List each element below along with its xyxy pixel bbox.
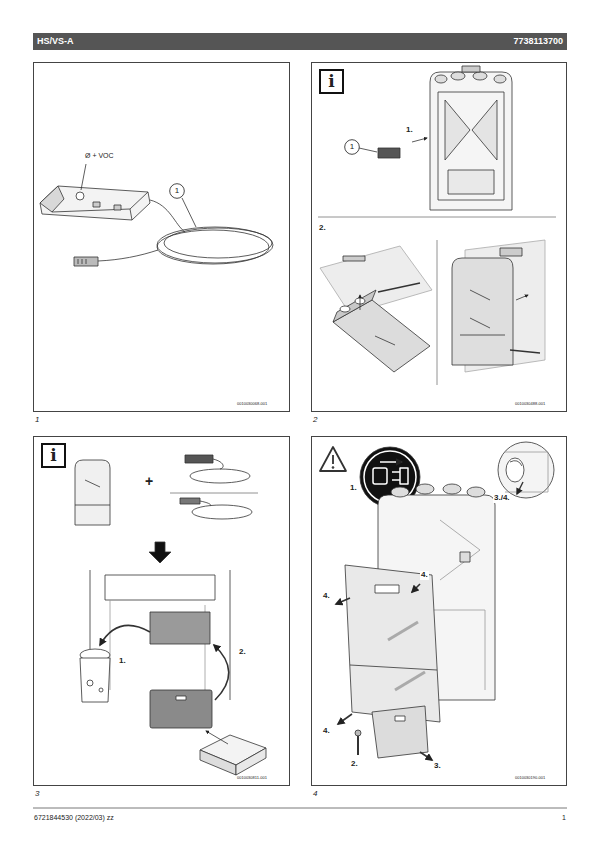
figure-panel: 11 xyxy=(33,62,290,412)
image-code: 0010030068-001 xyxy=(236,402,268,406)
info-box: i xyxy=(41,443,66,468)
step-label: 1. xyxy=(405,126,414,135)
step-label: Ø + VOC xyxy=(84,152,115,160)
step-label: 6721844530 (2022/03) zz xyxy=(33,814,115,822)
info-symbol: i xyxy=(50,446,56,465)
step-label: 3. xyxy=(433,762,442,771)
figure-number: 3 xyxy=(35,790,39,799)
step-label: + xyxy=(144,474,154,489)
step-label: 2. xyxy=(350,760,359,769)
step-label: 1 xyxy=(561,814,567,822)
image-code: 0010030190-001 xyxy=(514,776,546,780)
step-label: 3./4. xyxy=(493,494,511,503)
image-code: 0010030811-001 xyxy=(236,776,268,780)
step-label: 1. xyxy=(349,484,358,493)
figure-panel: 2i1 xyxy=(311,62,567,412)
info-symbol: i xyxy=(328,72,334,91)
info-box: i xyxy=(319,69,344,94)
step-label: 2. xyxy=(318,224,327,233)
figure-number: 2 xyxy=(313,416,317,425)
figure-number: 1 xyxy=(35,416,39,425)
step-label: 2. xyxy=(238,648,247,657)
step-label: 4. xyxy=(322,592,331,601)
image-code: 0010030488-001 xyxy=(514,402,546,406)
figure-panel: 3i xyxy=(33,436,290,786)
header-text: HS/VS-A xyxy=(37,37,74,47)
callout-circle: 1 xyxy=(169,183,185,199)
header-text: 7738113700 xyxy=(513,37,563,47)
callout-number: 1 xyxy=(175,187,179,196)
step-label: 4. xyxy=(322,727,331,736)
figure-number: 4 xyxy=(313,790,317,799)
header-band: HS/VS-A 7738113700 xyxy=(33,33,567,50)
callout-number: 1 xyxy=(350,143,354,152)
callout-circle: 1 xyxy=(344,139,360,155)
step-label: 4. xyxy=(420,571,429,580)
step-label: 1. xyxy=(118,657,127,666)
